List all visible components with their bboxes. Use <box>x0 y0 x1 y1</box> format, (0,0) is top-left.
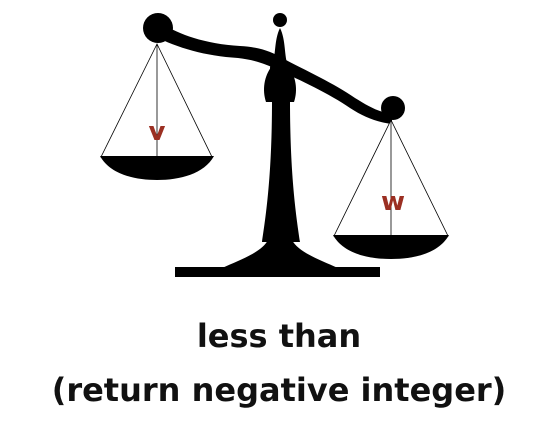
balance-scale-diagram: v w <box>100 13 449 277</box>
right-pan-label: w <box>381 187 405 217</box>
scale-beam <box>143 13 405 124</box>
left-pan: v <box>100 43 214 180</box>
comparison-result-return-value: (return negative integer) <box>51 371 507 409</box>
comparison-result-title: less than <box>196 317 362 355</box>
scale-base <box>175 240 380 277</box>
right-pan: w <box>333 119 449 259</box>
scale-pillar <box>262 13 300 242</box>
left-pan-label: v <box>149 117 166 147</box>
